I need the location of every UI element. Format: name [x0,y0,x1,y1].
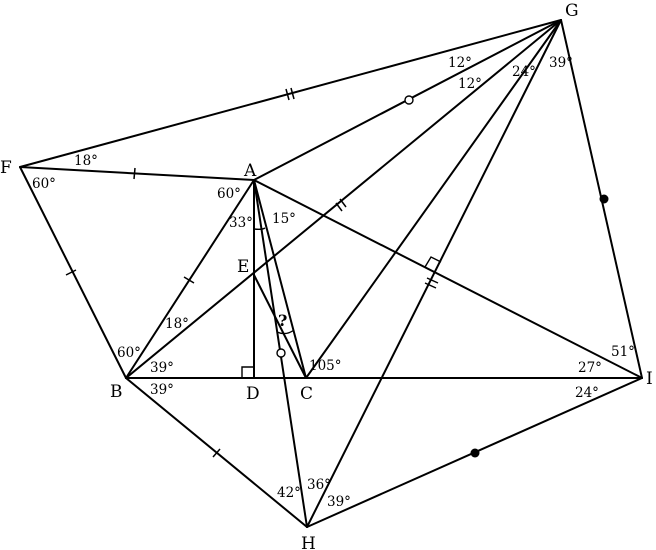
tick-FG-2 [290,87,295,100]
angle-arc-A-15 [253,227,266,231]
angle-label-H-39: 39° [327,494,351,510]
angle-label-G-right: 39° [549,55,573,71]
segment-AB [125,179,255,379]
segment-FA [19,166,255,181]
tick-FA [133,167,136,180]
angle-label-I-24: 24° [575,385,599,401]
segment-FG [19,19,562,168]
angle-label-G-lower: 12° [458,76,482,92]
segment-HG [306,19,562,528]
tick-HG-1 [424,282,437,289]
tick-BG-1 [335,202,343,212]
filled-dot-GI [599,194,609,204]
angle-label-F-top: 18° [74,153,98,169]
unknown-angle-label: ? [278,311,287,330]
segment-FB [19,166,127,379]
angle-label-B-18: 18° [165,316,189,332]
angle-label-A-left: 60° [217,186,241,202]
right-angle-AI-CG [424,256,442,268]
label-point-E: E [237,257,249,277]
segment-BG [125,19,562,379]
label-point-G: G [565,1,579,21]
open-circle-AG [404,95,414,105]
angle-label-I-51: 51° [611,344,635,360]
label-point-H: H [301,534,316,550]
tick-FB [65,269,77,276]
filled-dot-HI [470,448,480,458]
angle-label-B-39a: 39° [150,360,174,376]
angle-label-I-27: 27° [578,360,602,376]
angle-label-B-39b: 39° [150,382,174,398]
right-angle-D [241,366,254,378]
tick-HG-2 [426,277,439,284]
label-point-C: C [300,384,313,404]
tick-AB [183,276,195,284]
label-point-F: F [0,158,12,178]
angle-label-A-inner: 33° [229,215,253,231]
angle-label-G-mid: 24° [512,64,536,80]
tick-BG-2 [339,198,347,208]
label-point-A: A [243,161,257,181]
angle-label-H-36: 36° [307,477,331,493]
segment-EC [253,274,307,379]
tick-FG-1 [285,88,290,101]
angle-label-A-inner2: 15° [272,211,296,227]
angle-label-H-42: 42° [277,485,301,501]
angle-arc-question [276,329,295,335]
segment-AC [253,179,307,379]
segment-CG [305,19,562,379]
label-point-D: D [246,384,260,404]
angle-label-G-upper: 12° [448,55,472,71]
angle-label-B-top: 60° [117,345,141,361]
tick-BH [212,448,221,458]
label-point-B: B [110,382,123,402]
label-point-I: I [646,369,653,389]
segment-AI [253,179,643,379]
angle-label-F-bottom: 60° [32,176,56,192]
open-circle-AH [276,348,286,358]
angle-label-C-105: 105° [309,358,342,374]
